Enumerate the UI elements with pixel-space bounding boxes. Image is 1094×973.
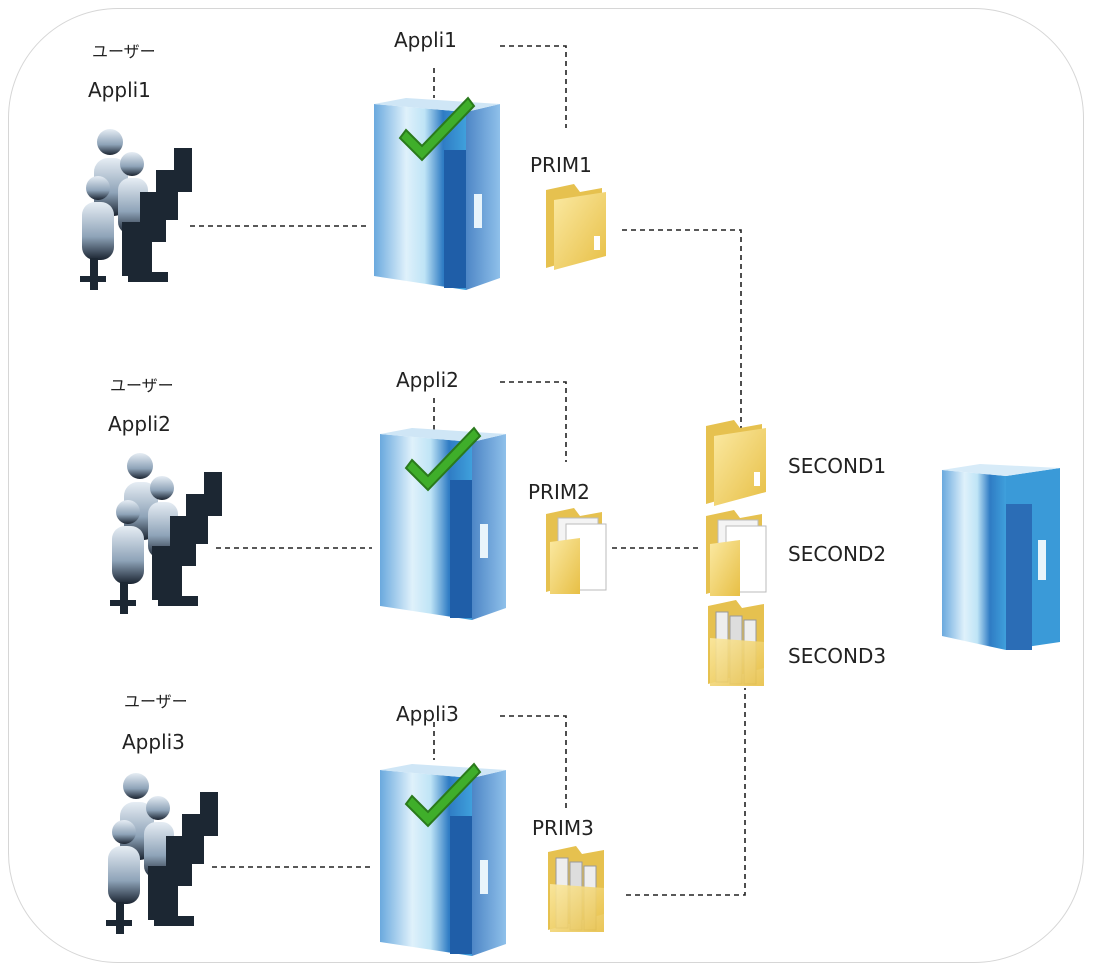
second-folder-label-3: SECOND3	[788, 644, 887, 668]
prim-folder-icon-1	[546, 184, 606, 270]
user-group-icon-2	[110, 453, 222, 614]
connector-label1-prim1	[500, 45, 567, 128]
second-folder-label-1: SECOND1	[788, 454, 887, 478]
connector-label3-prim3	[500, 715, 567, 808]
prim-folder-label-3: PRIM3	[532, 816, 594, 840]
app-server-1	[374, 96, 500, 290]
user-group-label-3: ユーザー	[124, 692, 188, 711]
user-group-icon-1	[80, 129, 192, 290]
server-label-2: Appli2	[396, 368, 459, 392]
second-folder-label-2: SECOND2	[788, 542, 887, 566]
server-label-1: Appli1	[394, 28, 457, 52]
second-folder-icon-3	[708, 600, 764, 686]
second-folder-icon-1	[706, 420, 766, 506]
connector-prim3-second3	[626, 688, 746, 896]
prim-folder-icon-2	[546, 508, 607, 594]
user-app-label-3: Appli3	[122, 730, 185, 754]
second-folder-icon-2	[706, 510, 767, 596]
prim-folder-icon-3	[548, 846, 604, 932]
user-group-label-2: ユーザー	[110, 376, 174, 395]
connector-label2-prim2	[500, 381, 567, 462]
check-icon	[404, 762, 482, 828]
check-icon	[398, 96, 476, 162]
user-app-label-2: Appli2	[108, 412, 171, 436]
diagram-frame	[8, 8, 1084, 963]
server-label-3: Appli3	[396, 702, 459, 726]
connector-prim1-second1	[622, 229, 742, 444]
prim-folder-label-2: PRIM2	[528, 480, 590, 504]
user-group-icon-3	[106, 773, 218, 934]
user-app-label-1: Appli1	[88, 78, 151, 102]
prim-folder-label-1: PRIM1	[530, 153, 592, 177]
storage-server	[942, 464, 1060, 650]
check-icon	[404, 426, 482, 492]
app-server-2	[380, 426, 506, 620]
user-group-label-1: ユーザー	[92, 42, 156, 61]
app-server-3	[380, 762, 506, 956]
